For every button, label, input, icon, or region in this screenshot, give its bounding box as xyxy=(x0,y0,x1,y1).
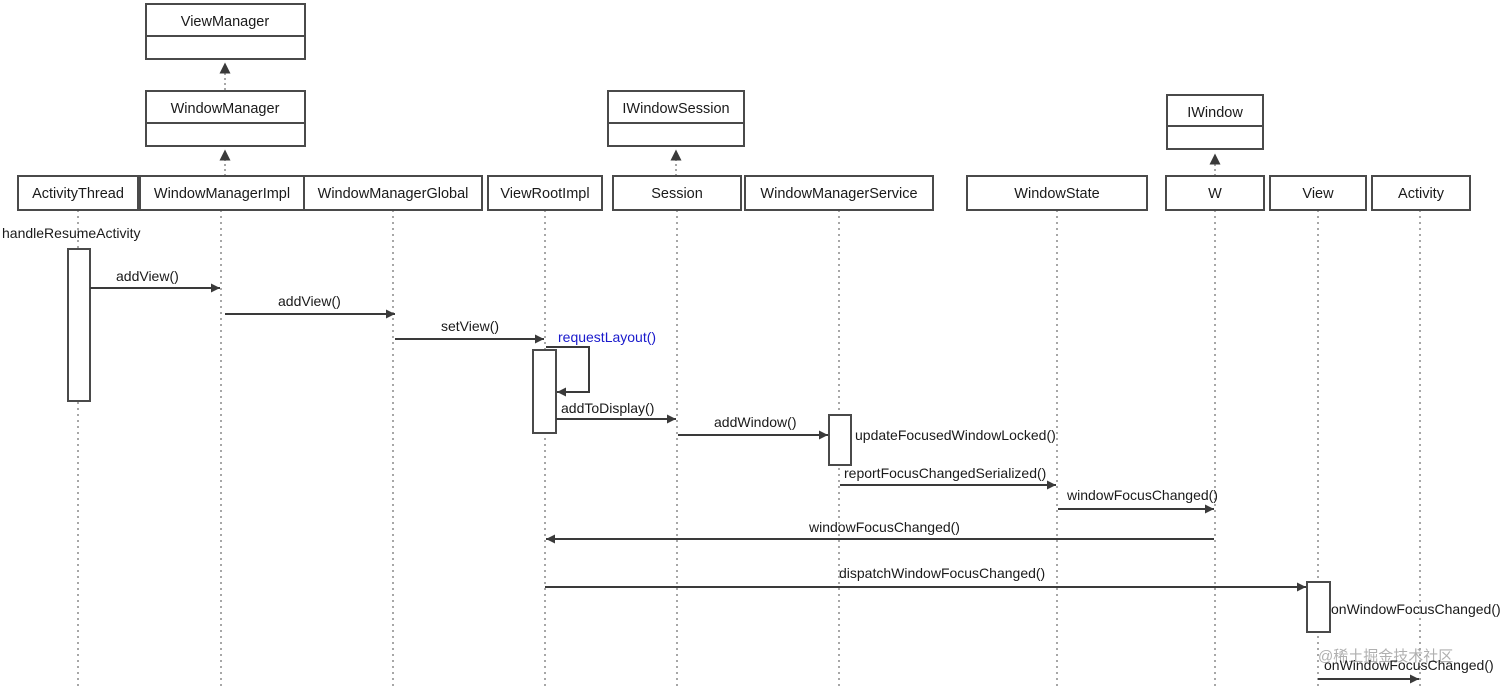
message-label-add-to-display: addToDisplay() xyxy=(561,400,654,416)
message-label-update-focused-window-locked: updateFocusedWindowLocked() xyxy=(855,427,1056,443)
participant-box xyxy=(139,175,305,211)
interface-name: ViewManager xyxy=(181,14,270,30)
message-label-window-focus-changed-viewrootimpl: windowFocusChanged() xyxy=(808,519,960,535)
message-label-window-focus-changed-w: windowFocusChanged() xyxy=(1066,487,1218,503)
participant-box xyxy=(744,175,934,211)
participant-name: ActivityThread xyxy=(32,186,124,202)
message-label-add-view-1: addView() xyxy=(116,268,179,284)
participant-name: WindowManagerGlobal xyxy=(318,186,469,202)
interface-viewmanager: ViewManager xyxy=(145,3,306,60)
participant-activity: Activity xyxy=(1371,175,1471,211)
message-label-set-view: setView() xyxy=(441,318,499,334)
interface-name: IWindow xyxy=(1187,105,1243,121)
activation-viewrootimpl xyxy=(532,349,557,434)
participant-view: View xyxy=(1269,175,1367,211)
message-label-on-window-focus-changed-view: onWindowFocusChanged() xyxy=(1331,601,1501,617)
participant-name: ViewRootImpl xyxy=(500,186,589,202)
participant-w: W xyxy=(1165,175,1265,211)
participant-box xyxy=(612,175,742,211)
participant-box xyxy=(1371,175,1471,211)
participant-box xyxy=(966,175,1148,211)
participant-box xyxy=(1165,175,1265,211)
message-label-request-layout: requestLayout() xyxy=(558,329,656,345)
watermark: @稀土掘金技术社区 xyxy=(1318,648,1453,665)
interface-box xyxy=(145,3,306,60)
activation-view xyxy=(1306,581,1331,633)
inheritance-links xyxy=(219,62,1221,176)
message-label-add-view-2: addView() xyxy=(278,293,341,309)
interface-name: IWindowSession xyxy=(622,101,729,117)
message-label-on-window-focus-changed-activity: onWindowFocusChanged() xyxy=(1324,657,1494,673)
activation-windowmanagerservice xyxy=(828,414,852,466)
participant-windowmanagerservice: WindowManagerService xyxy=(744,175,934,211)
interface-box xyxy=(145,90,306,147)
activation-activitythread xyxy=(67,248,91,402)
participant-name: Activity xyxy=(1398,186,1445,202)
participant-windowstate: WindowState xyxy=(966,175,1148,211)
message-label-dispatch-window-focus-changed: dispatchWindowFocusChanged() xyxy=(839,565,1045,581)
interface-box xyxy=(607,90,745,147)
interface-windowmanager: WindowManager xyxy=(145,90,306,147)
interface-name: WindowManager xyxy=(171,101,280,117)
participant-box xyxy=(303,175,483,211)
participant-windowmanagerglobal: WindowManagerGlobal xyxy=(303,175,483,211)
interface-iwindowsession: IWindowSession xyxy=(607,90,745,147)
interface-box xyxy=(1166,94,1264,150)
message-label-report-focus-changed: reportFocusChangedSerialized() xyxy=(844,465,1046,481)
participant-name: WindowState xyxy=(1014,186,1099,202)
participant-name: WindowManagerImpl xyxy=(154,186,290,202)
participant-viewrootimpl: ViewRootImpl xyxy=(487,175,603,211)
participant-activitythread: ActivityThread xyxy=(17,175,139,211)
participant-windowmanagerimpl: WindowManagerImpl xyxy=(139,175,305,211)
lifelines xyxy=(77,210,1421,688)
participant-box xyxy=(1269,175,1367,211)
participant-session: Session xyxy=(612,175,742,211)
participant-box xyxy=(487,175,603,211)
participant-name: W xyxy=(1208,186,1222,202)
participant-box xyxy=(17,175,139,211)
participant-name: Session xyxy=(651,186,703,202)
interface-iwindow: IWindow xyxy=(1166,94,1264,150)
message-label-add-window: addWindow() xyxy=(714,414,796,430)
message-arrow-request-layout xyxy=(546,346,590,397)
message-label-handle-resume-activity: handleResumeActivity xyxy=(2,225,141,241)
participant-name: View xyxy=(1302,186,1334,202)
participant-name: WindowManagerService xyxy=(760,186,917,202)
